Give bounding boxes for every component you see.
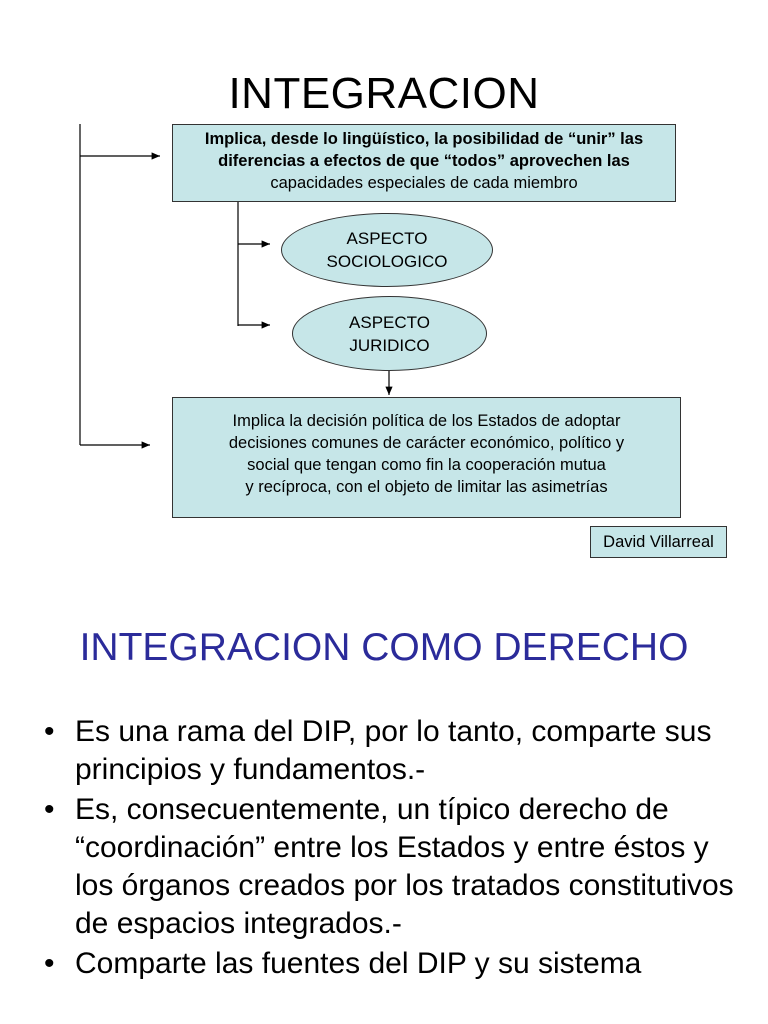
author-label: David Villarreal: [590, 526, 727, 558]
bullet-dot: •: [44, 793, 55, 826]
bullet-dot: •: [44, 715, 55, 748]
oval-aspecto-juridico: ASPECTO JURIDICO: [292, 296, 487, 371]
slide-title: INTEGRACION: [228, 69, 540, 118]
diagram-connectors: [79, 124, 393, 449]
bottom-box-line3: social que tengan como fin la cooperació…: [247, 456, 606, 474]
bullet-dot: •: [44, 947, 55, 980]
oval-juri-line1: ASPECTO: [349, 312, 430, 332]
bottom-box-line1: Implica la decisión política de los Esta…: [232, 412, 621, 430]
definition-box-political: Implica la decisión política de los Esta…: [172, 397, 681, 518]
bullet-item: • Es, consecuentemente, un típico derech…: [40, 791, 740, 943]
bullet-list: • Es una rama del DIP, por lo tanto, com…: [40, 713, 740, 985]
bullet-text: Comparte las fuentes del DIP y su sistem…: [75, 947, 642, 980]
bottom-box-line4: y recíproca, con el objeto de limitar la…: [245, 478, 608, 496]
bullet-text: Es, consecuentemente, un típico derecho …: [75, 793, 734, 940]
bullet-item: • Es una rama del DIP, por lo tanto, com…: [40, 713, 740, 789]
top-box-line1: Implica, desde lo lingüístico, la posibi…: [204, 130, 644, 148]
oval-socio-line2: SOCIOLOGICO: [326, 252, 448, 271]
slide2-title: INTEGRACION COMO DERECHO: [79, 626, 689, 669]
oval-socio-line1: ASPECTO: [346, 229, 428, 248]
bullet-item: • Comparte las fuentes del DIP y su sist…: [40, 945, 740, 983]
definition-box-linguistic: Implica, desde lo lingüístico, la posibi…: [172, 124, 676, 202]
bullet-text: Es una rama del DIP, por lo tanto, compa…: [75, 715, 712, 786]
oval-juri-line2: JURIDICO: [349, 335, 430, 355]
bottom-box-line2: decisiones comunes de carácter económico…: [228, 434, 625, 452]
top-box-line3: capacidades especiales de cada miembro: [270, 174, 578, 192]
oval-aspecto-sociologico: ASPECTO SOCIOLOGICO: [281, 213, 493, 287]
top-box-line2: diferencias a efectos de que “todos” apr…: [218, 152, 630, 170]
